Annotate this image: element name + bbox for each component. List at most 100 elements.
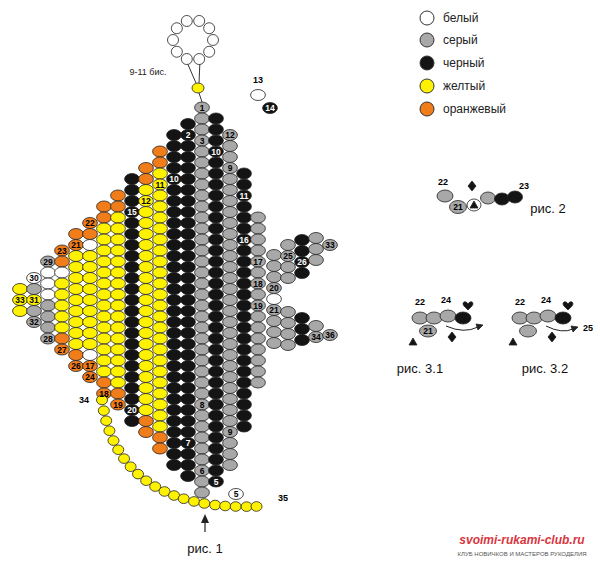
bead — [223, 185, 238, 196]
bead — [69, 295, 84, 306]
bead — [223, 317, 238, 328]
bead — [97, 223, 112, 234]
bead — [125, 218, 140, 229]
bead — [41, 333, 56, 344]
bead — [139, 262, 154, 273]
bead — [251, 212, 266, 223]
callout-number: 12 — [141, 197, 150, 206]
bead — [111, 278, 126, 289]
bead — [111, 201, 126, 212]
bead — [237, 212, 252, 223]
bead — [167, 163, 182, 174]
callout-number: 22 — [438, 178, 448, 187]
bead — [139, 218, 154, 229]
bead — [237, 168, 252, 179]
bead — [251, 300, 266, 311]
bead — [209, 399, 224, 410]
bead — [153, 245, 168, 256]
bead — [97, 245, 112, 256]
bead — [181, 54, 192, 65]
bead — [209, 190, 224, 201]
bead — [209, 223, 224, 234]
bead — [223, 273, 238, 284]
figure-caption: рис. 2 — [530, 202, 565, 215]
bead — [55, 344, 70, 355]
legend-swatch — [420, 33, 435, 48]
callout-number: 34 — [79, 396, 89, 405]
bead — [237, 366, 252, 377]
callout-number: 1 — [200, 103, 205, 112]
bead — [69, 273, 84, 284]
bead — [267, 283, 282, 294]
bead — [181, 383, 196, 394]
bead — [125, 306, 140, 317]
bead — [520, 325, 537, 337]
bead — [119, 454, 130, 464]
bead — [209, 146, 224, 157]
callout-number: 5 — [234, 490, 239, 499]
bead — [139, 317, 154, 328]
bead — [55, 311, 70, 322]
bead — [111, 267, 126, 278]
callout-number: 22 — [415, 298, 425, 307]
callout-number: 10 — [211, 147, 220, 156]
bead — [139, 295, 154, 306]
bead — [295, 313, 310, 324]
bead — [153, 344, 168, 355]
bead — [97, 212, 112, 223]
bead — [111, 190, 126, 201]
diamond-mark — [448, 332, 456, 342]
bead — [195, 179, 210, 190]
callout-number: 21 — [453, 203, 462, 212]
legend-label: оранжевый — [443, 103, 506, 115]
bead — [27, 284, 42, 295]
bead — [209, 234, 224, 245]
bead — [209, 443, 224, 454]
bead — [281, 273, 296, 284]
bead — [111, 333, 126, 344]
bead — [440, 310, 456, 322]
bead — [111, 311, 126, 322]
bead — [209, 289, 224, 300]
callout-number: 17 — [253, 257, 262, 266]
bead — [139, 350, 154, 361]
bead — [540, 310, 556, 322]
bead — [125, 207, 140, 218]
bead — [209, 454, 224, 465]
bead — [167, 427, 182, 438]
bead — [97, 300, 112, 311]
bead — [153, 179, 168, 190]
bead — [153, 432, 168, 443]
bead — [181, 218, 196, 229]
bead — [97, 234, 112, 245]
bead — [97, 377, 112, 388]
bead — [153, 377, 168, 388]
bead — [167, 438, 182, 449]
bead — [139, 185, 154, 196]
bead — [181, 251, 196, 262]
bead — [223, 262, 238, 273]
bead — [195, 256, 210, 267]
bead — [167, 174, 182, 185]
bead — [237, 256, 252, 267]
bead — [153, 267, 168, 278]
bead — [295, 257, 310, 268]
bead — [167, 394, 182, 405]
bead — [195, 487, 210, 498]
bead — [281, 318, 296, 329]
callout-number: 8 — [200, 400, 205, 409]
bead — [69, 350, 84, 361]
bead — [263, 103, 278, 114]
bead — [209, 465, 224, 476]
callout-number: 32 — [29, 318, 38, 327]
bead — [153, 300, 168, 311]
callout-number: 19 — [253, 301, 262, 310]
bead — [125, 196, 140, 207]
bead — [450, 201, 467, 214]
callout-number: 28 — [43, 334, 52, 343]
bead — [223, 218, 238, 229]
bead — [111, 388, 126, 399]
bead — [181, 196, 196, 207]
bead — [153, 256, 168, 267]
bead — [267, 327, 282, 338]
